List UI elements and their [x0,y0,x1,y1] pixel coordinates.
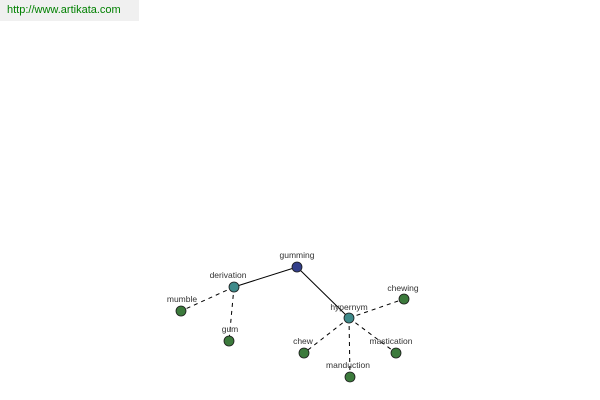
node-label-gumming: gumming [280,250,315,260]
edge-gumming-derivation [233,266,298,288]
source-banner: http://www.artikata.com [0,0,139,21]
node-gumming[interactable] [291,261,303,273]
source-link[interactable]: http://www.artikata.com [7,4,121,16]
node-hypernym[interactable] [343,312,355,324]
node-label-gum: gum [222,324,239,334]
edge-hypernym-chewing [348,298,405,319]
graph-edges [180,266,405,378]
graph-labels: gumming derivation hypernym mumble gum chewin… [167,250,419,370]
node-label-manduction: manduction [326,360,370,370]
node-label-hypernym: hypernym [330,302,367,312]
edge-derivation-mumble [180,286,235,312]
node-chewing[interactable] [398,293,410,305]
node-label-chewing: chewing [387,283,418,293]
edge-gumming-hypernym [296,266,350,319]
edge-derivation-gum [228,286,235,342]
node-mastication[interactable] [390,347,402,359]
edge-hypernym-manduction [348,317,351,378]
graph-nodes [175,261,410,383]
node-manduction[interactable] [344,371,356,383]
node-label-derivation: derivation [210,270,247,280]
node-label-chew: chew [293,336,314,346]
edge-hypernym-chew [303,317,350,354]
node-chew[interactable] [298,347,310,359]
node-derivation[interactable] [228,281,240,293]
edge-hypernym-mastication [348,317,397,354]
node-gum[interactable] [223,335,235,347]
node-mumble[interactable] [175,305,187,317]
node-label-mumble: mumble [167,294,198,304]
node-label-mastication: mastication [370,336,413,346]
